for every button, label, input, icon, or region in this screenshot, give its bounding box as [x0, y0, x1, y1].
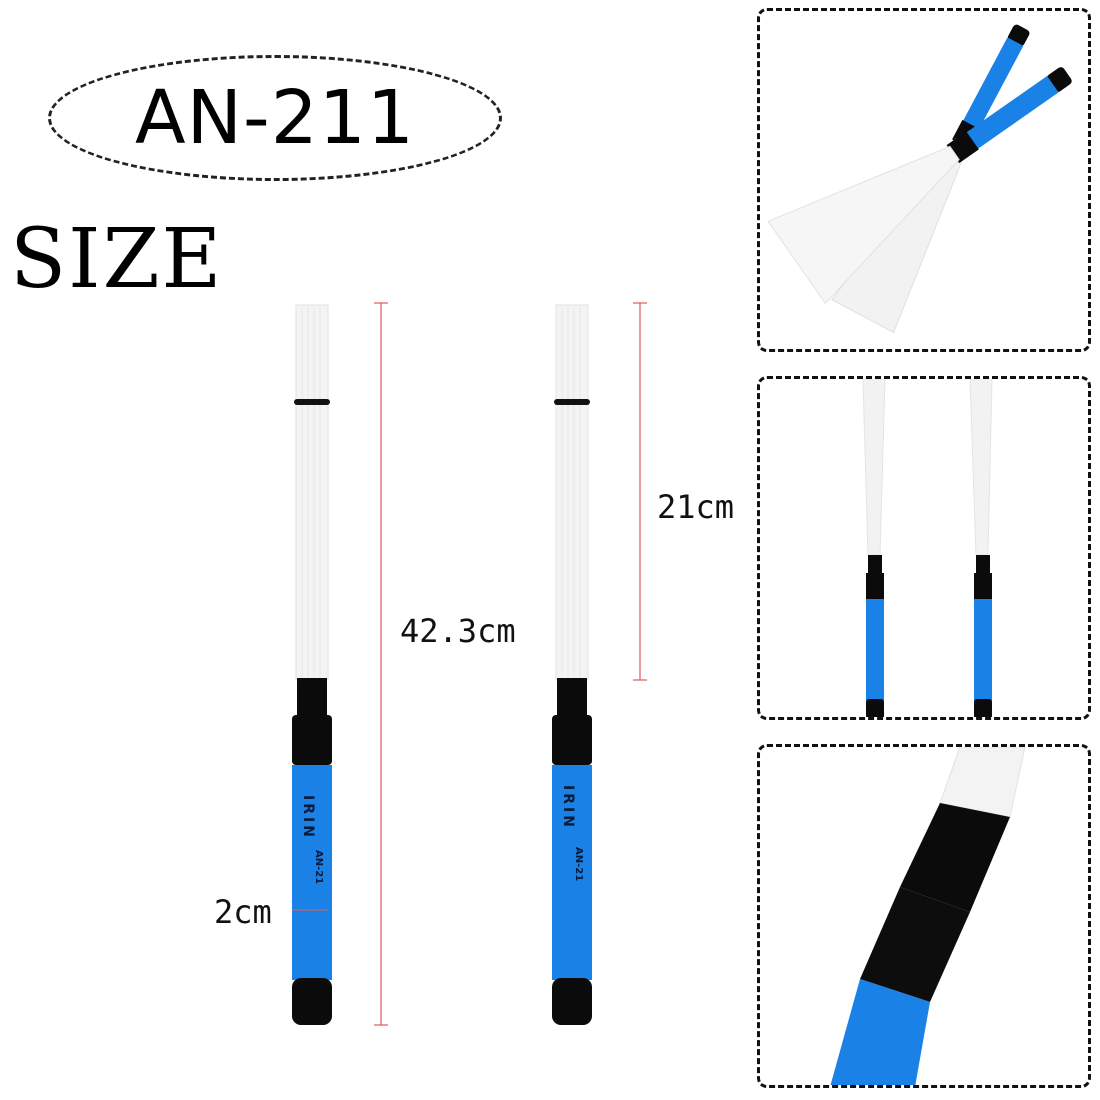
upright-sticks-photo	[862, 379, 993, 717]
end-cap-left	[292, 978, 332, 1025]
total-length-label: 42.3cm	[400, 612, 516, 650]
stick-model-left: AN-21	[313, 850, 324, 884]
diameter-label: 2cm	[214, 893, 272, 931]
brush-stick-left: IRIN AN-21	[292, 302, 388, 1026]
bristle-length-label: 21cm	[657, 488, 735, 526]
handle-left	[292, 765, 332, 980]
handle-right	[552, 765, 592, 980]
o-ring-right	[554, 399, 590, 405]
crossed-sticks-photo	[767, 24, 1072, 334]
title-ellipse-frame	[48, 55, 502, 181]
stick-brand-left: IRIN	[300, 795, 316, 840]
o-ring-left	[294, 399, 330, 405]
photo-panel-crossed	[757, 8, 1091, 352]
bristles-left	[295, 304, 329, 681]
end-cap-right	[552, 978, 592, 1025]
stick-brand-right: IRIN	[560, 785, 576, 830]
stick-model-right: AN-21	[573, 847, 584, 881]
product-model-title: AN-211	[135, 75, 415, 161]
brush-stick-right: IRIN AN-21	[552, 302, 647, 1025]
collar-left	[292, 715, 332, 765]
photo-panel-upright	[757, 376, 1091, 720]
photo-panel-closeup	[757, 744, 1091, 1088]
closeup-photo	[830, 747, 1026, 1085]
collar-right	[552, 715, 592, 765]
size-heading: SIZE	[10, 212, 224, 307]
bristles-right	[555, 304, 589, 681]
